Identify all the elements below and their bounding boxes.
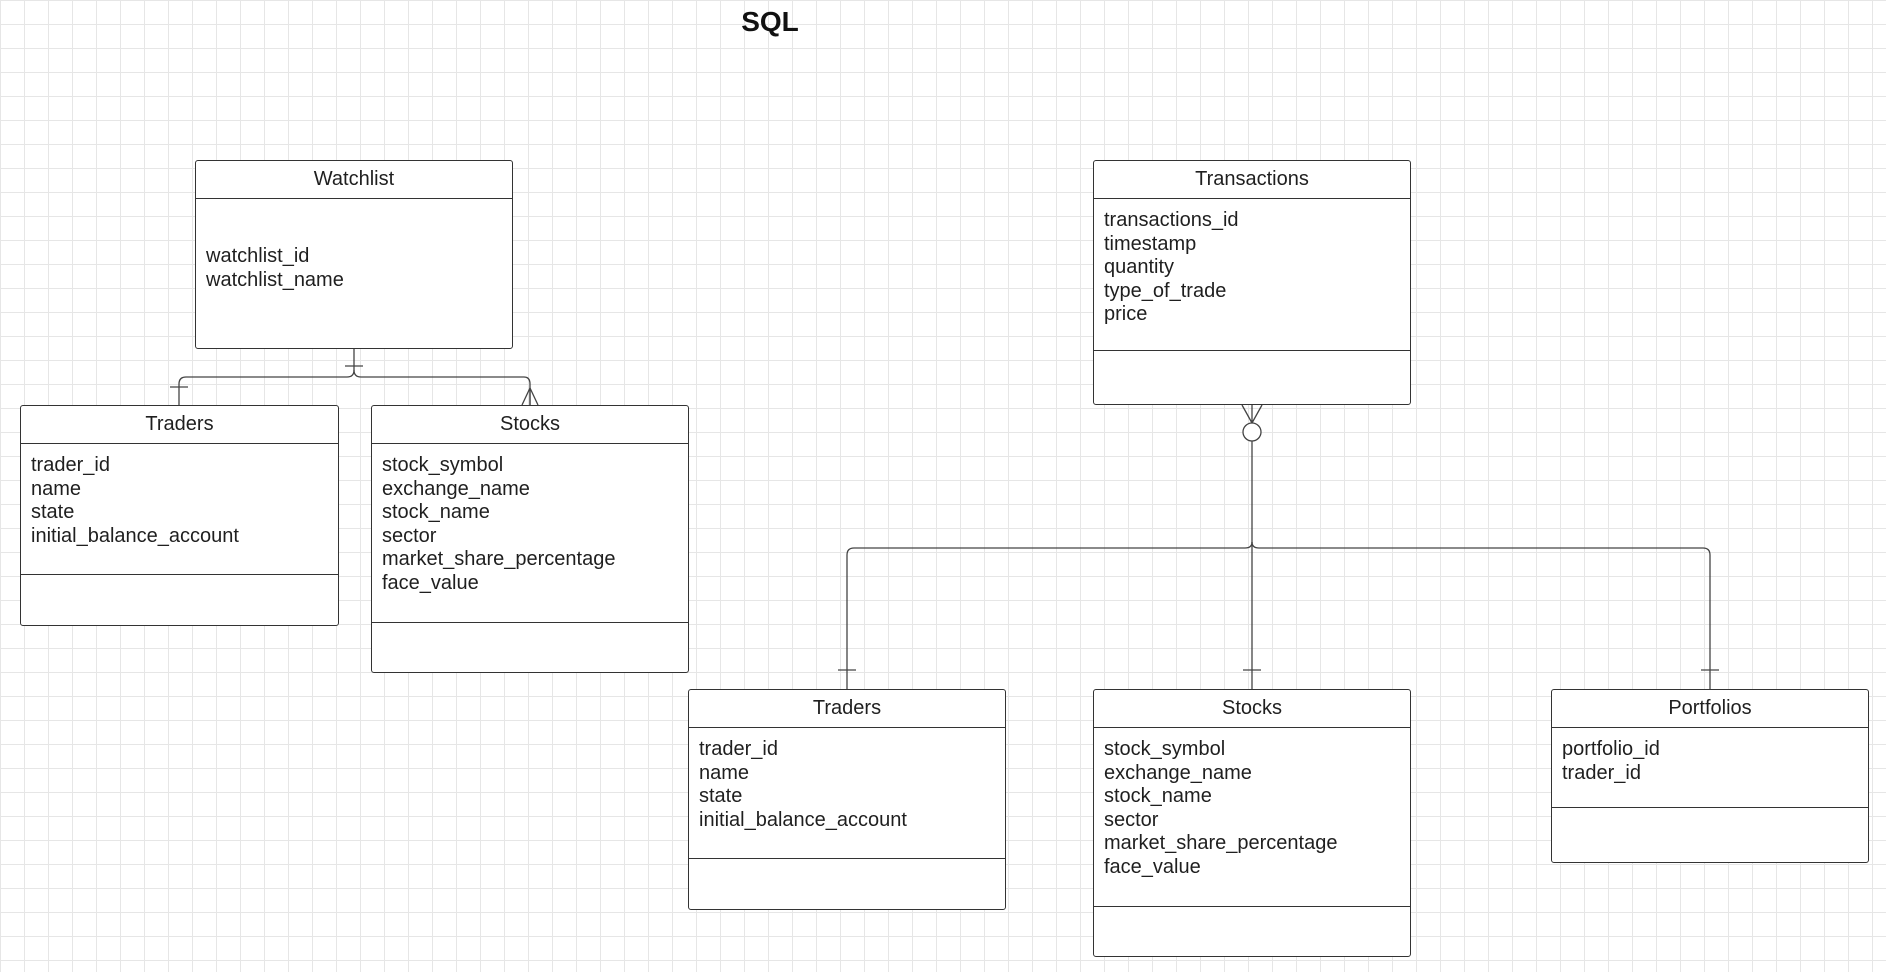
transactions-portfolios-connector (1251, 541, 1711, 689)
field: market_share_percentage (382, 548, 616, 571)
transactions-zero-mark (1242, 422, 1262, 442)
watchlist-stocks-connector (353, 369, 531, 405)
field-list: watchlist_id watchlist_name (196, 199, 512, 292)
entity-transactions[interactable]: Transactions transactions_id timestamp q… (1093, 160, 1411, 405)
entity-traders-left[interactable]: Traders trader_id name state initial_bal… (20, 405, 339, 626)
field-list: trader_id name state initial_balance_acc… (21, 444, 338, 575)
field: type_of_trade (1104, 279, 1227, 302)
entity-watchlist[interactable]: Watchlist watchlist_id watchlist_name (195, 160, 513, 349)
field: price (1104, 303, 1148, 326)
field: exchange_name (382, 477, 530, 500)
field: watchlist_name (206, 268, 344, 291)
field: stock_name (1104, 785, 1212, 808)
stocks-left-many-mark (521, 386, 539, 406)
diagram-title: SQL (741, 6, 799, 37)
field: market_share_percentage (1104, 832, 1338, 855)
field-list: trader_id name state initial_balance_acc… (689, 728, 1005, 859)
entity-title: Traders (21, 406, 338, 444)
watchlist-connector (178, 349, 355, 405)
transactions-traders-connector (846, 541, 1253, 689)
field: sector (382, 524, 437, 547)
field: trader_id (699, 738, 778, 760)
field: name (31, 477, 82, 500)
field: transactions_id (1104, 209, 1239, 231)
entity-portfolios[interactable]: Portfolios portfolio_id trader_id (1551, 689, 1869, 863)
field: state (31, 501, 75, 524)
entity-title: Stocks (1094, 690, 1410, 728)
entity-title: Watchlist (196, 161, 512, 199)
field: timestamp (1104, 232, 1197, 255)
field: trader_id (1562, 761, 1641, 784)
field: face_value (1104, 855, 1201, 878)
field-list: stock_symbol exchange_name stock_name se… (1094, 728, 1410, 907)
entity-title: Transactions (1094, 161, 1410, 199)
field: watchlist_id (206, 245, 310, 267)
field: exchange_name (1104, 761, 1252, 784)
field-list: portfolio_id trader_id (1552, 728, 1868, 808)
field: state (699, 785, 743, 808)
entity-stocks-left[interactable]: Stocks stock_symbol exchange_name stock_… (371, 405, 689, 673)
field: trader_id (31, 454, 110, 476)
field: portfolio_id (1562, 738, 1660, 760)
entity-stocks-bottom[interactable]: Stocks stock_symbol exchange_name stock_… (1093, 689, 1411, 957)
field-list: stock_symbol exchange_name stock_name se… (372, 444, 688, 623)
field: stock_symbol (382, 454, 504, 476)
entity-title: Portfolios (1552, 690, 1868, 728)
field: stock_symbol (1104, 738, 1226, 760)
entity-traders-bottom[interactable]: Traders trader_id name state initial_bal… (688, 689, 1006, 910)
field: sector (1104, 808, 1159, 831)
field: stock_name (382, 501, 490, 524)
field: initial_balance_account (699, 808, 907, 831)
field: name (699, 761, 750, 784)
field: face_value (382, 571, 479, 594)
entity-title: Traders (689, 690, 1005, 728)
field-list: transactions_id timestamp quantity type_… (1094, 199, 1410, 351)
field: quantity (1104, 256, 1175, 279)
transactions-many-mark (1241, 404, 1263, 425)
entity-title: Stocks (372, 406, 688, 444)
field: initial_balance_account (31, 524, 239, 547)
